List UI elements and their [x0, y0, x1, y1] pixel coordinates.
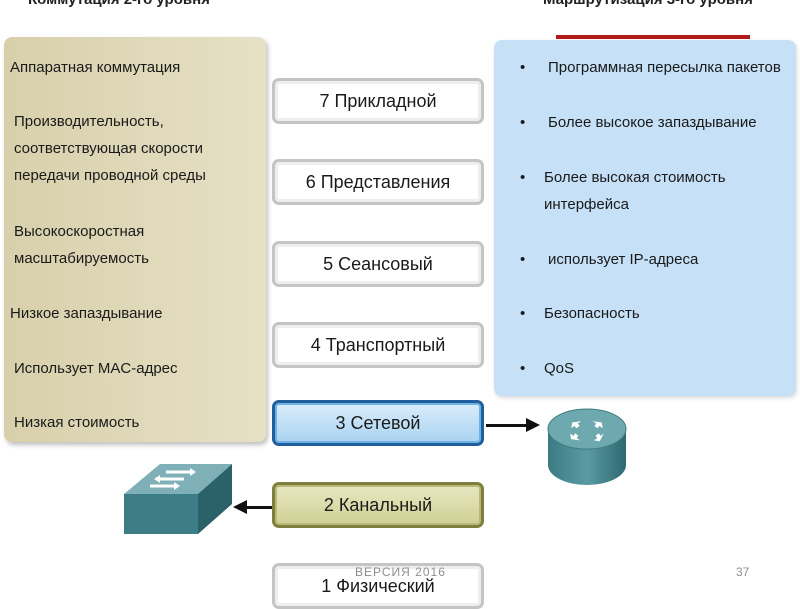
osi-layer-session: 5 Сеансовый [272, 241, 484, 287]
router-icon [544, 405, 630, 491]
bullet: • [520, 109, 525, 136]
bullet: • [520, 54, 525, 81]
osi-layer-transport: 4 Транспортный [272, 322, 484, 368]
bullet: • [520, 164, 525, 191]
osi-layer-network: 3 Сетевой [272, 400, 484, 446]
routing-feature-text: использует IP-адреса [548, 246, 794, 273]
page-number: 37 [736, 565, 749, 579]
left-section-title: Коммутация 2-го уровня [28, 0, 210, 8]
arrow-head-icon [526, 418, 540, 432]
routing-feature-text: Более высокое запаздывание [548, 109, 794, 136]
bullet: • [520, 300, 525, 327]
osi-layer-application: 7 Прикладной [272, 78, 484, 124]
right-title-underline [556, 35, 750, 39]
switching-feature-item: Производительность, соответствующая скор… [14, 108, 254, 189]
routing-feature-text: Безопасность [544, 300, 790, 327]
routing-feature-text: Более высокая стоимость интерфейса [544, 164, 764, 218]
right-section-title: Маршрутизация 3-го уровня [543, 0, 753, 8]
osi-layer-presentation: 6 Представления [272, 159, 484, 205]
routing-features-panel [494, 40, 796, 396]
switching-feature-item: Низкое запаздывание [10, 300, 258, 327]
network-to-router-arrow-line [486, 424, 528, 427]
routing-feature-text: QoS [544, 355, 790, 382]
switching-feature-item: Низкая стоимость [14, 409, 262, 436]
version-footer: ВЕРСИЯ 2016 [355, 565, 446, 579]
switching-feature-item: Использует MAC-адрес [14, 355, 262, 382]
switching-feature-item: Высокоскоростная масштабируемость [14, 218, 254, 272]
datalink-to-switch-arrow-line [246, 506, 272, 509]
switching-feature-item: Аппаратная коммутация [10, 54, 258, 81]
bullet: • [520, 246, 525, 273]
osi-layer-datalink: 2 Канальный [272, 482, 484, 528]
routing-feature-text: Программная пересылка пакетов [548, 54, 794, 81]
switch-icon [120, 460, 236, 540]
bullet: • [520, 355, 525, 382]
